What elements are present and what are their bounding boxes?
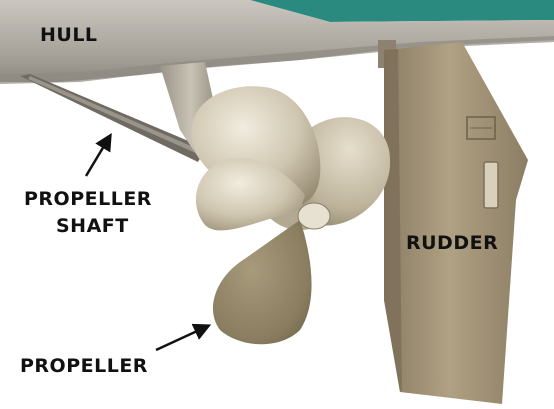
label-propeller-shaft-line2: SHAFT	[56, 215, 129, 237]
label-propeller-shaft-line1: PROPELLER	[24, 188, 152, 210]
label-rudder: RUDDER	[406, 232, 498, 254]
label-propeller: PROPELLER	[20, 355, 148, 377]
rudder-slot	[484, 162, 498, 208]
propeller-hub-nut	[298, 203, 330, 229]
label-hull: HULL	[40, 24, 98, 46]
